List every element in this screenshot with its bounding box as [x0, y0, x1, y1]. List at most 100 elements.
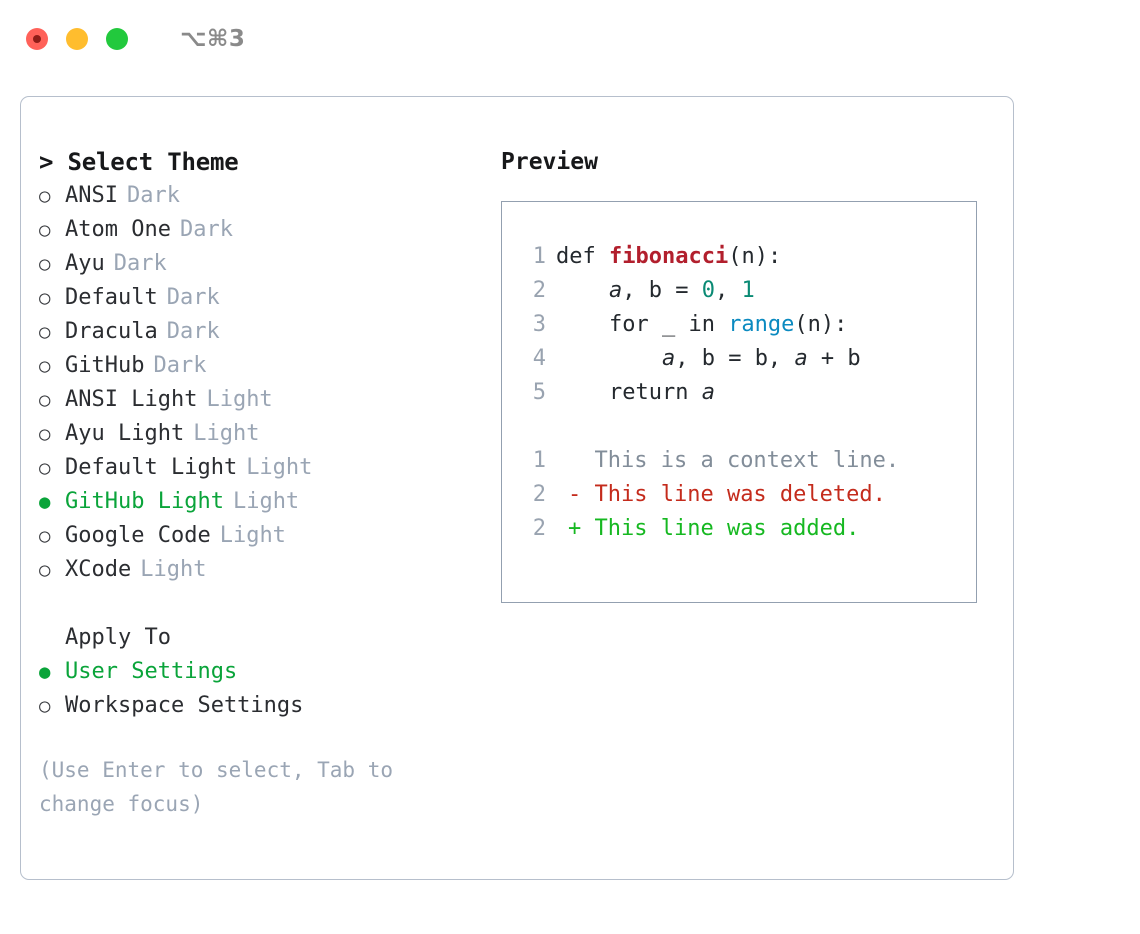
- code-token-fn: fibonacci: [608, 244, 729, 269]
- code-line-content: def fibonacci(n):: [556, 240, 781, 274]
- diff-line-number: 1: [532, 448, 546, 473]
- theme-option-badge: Light: [246, 455, 313, 480]
- radio-unselected-icon: ○: [39, 185, 51, 207]
- theme-option-badge: Light: [206, 387, 273, 412]
- radio-unselected-icon: ○: [39, 219, 51, 241]
- code-token-plain: + b: [807, 346, 861, 371]
- code-line-number: 1: [532, 244, 546, 269]
- theme-option-label: Default: [65, 285, 158, 310]
- theme-option-label: GitHub Light: [65, 489, 224, 514]
- radio-selected-icon: ●: [39, 661, 51, 683]
- radio-unselected-icon: ○: [39, 321, 51, 343]
- code-token-plain: , b = b,: [675, 346, 795, 371]
- diff-line-deleted: 2- This line was deleted.: [520, 478, 976, 512]
- theme-option-badge: Light: [232, 489, 300, 514]
- radio-unselected-icon: ○: [39, 287, 51, 309]
- diff-sample: 1 This is a context line.2- This line wa…: [520, 444, 976, 546]
- theme-option-label: ANSI Light: [65, 387, 198, 412]
- radio-unselected-icon: ○: [39, 423, 51, 445]
- code-token-num: 0: [701, 278, 715, 303]
- code-line: 2 a, b = 0, 1: [520, 274, 976, 308]
- apply-to-option-user-settings[interactable]: ● User Settings: [39, 655, 491, 689]
- code-token-plain: [556, 346, 662, 371]
- list-spacer: [39, 587, 491, 621]
- code-token-num: 1: [741, 278, 755, 303]
- code-line-number: 4: [532, 346, 546, 371]
- code-token-plain: =: [661, 278, 702, 303]
- apply-to-option-workspace-settings[interactable]: ○Workspace Settings: [39, 689, 491, 723]
- theme-option-dracula[interactable]: ○ Dracula Dark: [39, 315, 491, 349]
- theme-option-badge: Dark: [153, 353, 207, 378]
- theme-option-ansi-light[interactable]: ○ ANSI Light Light: [39, 383, 491, 417]
- theme-option-ayu-light[interactable]: ○ Ayu Light Light: [39, 417, 491, 451]
- diff-marker: [568, 444, 581, 478]
- theme-option-default[interactable]: ○ Default Dark: [39, 281, 491, 315]
- radio-unselected-icon: ○: [39, 457, 51, 479]
- apply-to-list: ● User Settings ○Workspace Settings: [39, 655, 491, 723]
- theme-option-badge: Dark: [126, 183, 180, 208]
- keyboard-shortcut-label: ⌥⌘3: [180, 26, 246, 52]
- code-line: 5 return a: [520, 376, 976, 410]
- title-bar: ⌥⌘3: [0, 0, 1140, 78]
- code-token-plain: ,: [714, 278, 742, 303]
- theme-option-label: Ayu Light: [65, 421, 185, 446]
- diff-line-number: 2: [532, 482, 546, 507]
- radio-unselected-icon: ○: [39, 355, 51, 377]
- code-line-number: 3: [532, 312, 546, 337]
- code-line-content: for _ in range(n):: [556, 308, 847, 342]
- diff-line-added: 2+ This line was added.: [520, 512, 976, 546]
- code-token-plain: ,: [622, 278, 649, 303]
- theme-option-badge: Light: [219, 523, 286, 548]
- theme-option-badge: Dark: [179, 217, 233, 242]
- apply-to-option-label: User Settings: [65, 659, 238, 684]
- code-line-content: a, b = b, a + b: [556, 342, 861, 376]
- code-token-blt: range: [728, 312, 795, 337]
- radio-unselected-icon: ○: [39, 389, 51, 411]
- theme-option-badge: Dark: [166, 319, 220, 344]
- diff-line-number: 2: [532, 516, 546, 541]
- window-controls: [26, 28, 128, 50]
- close-button[interactable]: [26, 28, 48, 50]
- diff-line-text: This is a context line.: [581, 448, 900, 473]
- preview-title: Preview: [501, 149, 598, 175]
- theme-option-badge: Dark: [113, 251, 167, 276]
- diff-line-text: This line was deleted.: [581, 482, 886, 507]
- code-line: 3 for _ in range(n):: [520, 308, 976, 342]
- code-token-var: a: [794, 346, 808, 371]
- code-line-content: a, b = 0, 1: [556, 274, 755, 308]
- theme-option-label: XCode: [65, 557, 132, 582]
- maximize-button[interactable]: [106, 28, 128, 50]
- code-line: 4 a, b = b, a + b: [520, 342, 976, 376]
- code-token-var: a: [608, 278, 623, 303]
- theme-option-default-light[interactable]: ○ Default Light Light: [39, 451, 491, 485]
- diff-line-context: 1 This is a context line.: [520, 444, 976, 478]
- code-line-number: 2: [532, 278, 546, 303]
- theme-option-label: Dracula: [65, 319, 158, 344]
- theme-option-badge: Light: [140, 557, 207, 582]
- theme-option-xcode[interactable]: ○ XCode Light: [39, 553, 491, 587]
- code-token-plain: for _ in: [556, 312, 729, 337]
- code-token-plain: [556, 278, 609, 303]
- code-token-plain: b: [648, 278, 662, 303]
- theme-option-label: Default Light: [65, 455, 238, 480]
- code-token-plain: return: [556, 380, 702, 405]
- theme-option-badge: Dark: [166, 285, 220, 310]
- theme-option-badge: Light: [193, 421, 260, 446]
- radio-unselected-icon: ○: [39, 559, 51, 581]
- minimize-button[interactable]: [66, 28, 88, 50]
- code-token-var: a: [701, 380, 715, 405]
- code-token-plain: (n):: [794, 312, 848, 337]
- radio-unselected-icon: ○: [39, 695, 51, 717]
- diff-line-text: This line was added.: [581, 516, 860, 541]
